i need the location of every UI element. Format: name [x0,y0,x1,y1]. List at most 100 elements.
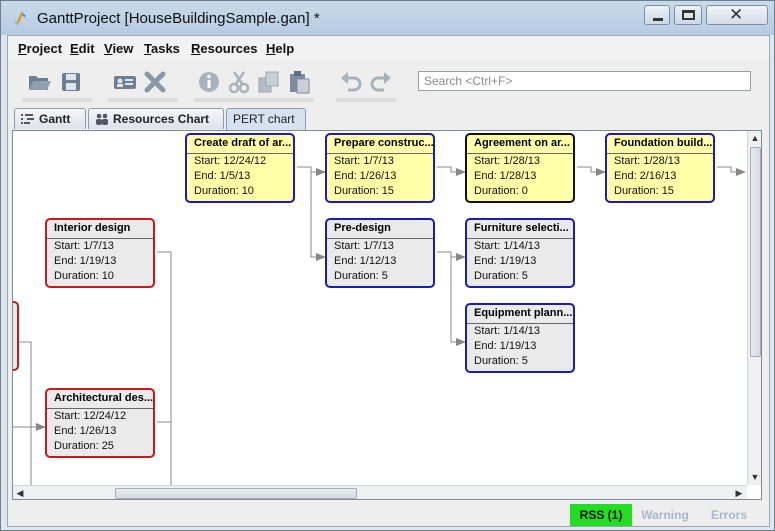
pert-node-offscreen[interactable] [13,301,19,371]
task-name: Create draft of ar... [187,135,293,154]
dependency-arrow [577,166,606,176]
task-end: End: 1/19/13 [54,255,117,267]
menu-tasks[interactable]: Tasks [144,41,180,56]
dependency-arrow [437,251,466,261]
paste-icon[interactable] [286,69,312,95]
task-end: End: 1/19/13 [474,255,537,267]
warning-status[interactable]: Warning [641,508,689,522]
scroll-down-icon[interactable]: ▼ [750,472,760,482]
task-end: End: 1/26/13 [54,425,117,437]
menu-resources[interactable]: Resources [191,41,257,56]
task-start: Start: 1/14/13 [474,240,541,252]
menu-view[interactable]: View [104,41,133,56]
menu-project[interactable]: Project [18,41,62,56]
task-name: Equipment plann... [467,305,573,324]
open-icon[interactable] [26,69,52,95]
task-duration: Duration: 25 [54,440,114,452]
menu-mnemonic: V [104,41,113,56]
window-title: GanttProject [HouseBuildingSample.gan] * [37,10,320,27]
close-icon: ✕ [729,5,744,24]
task-name: Pre-design [327,220,433,239]
dependency-connectors [13,166,746,485]
toolbar-group-divider [22,98,92,102]
task-name: Prepare construc... [327,135,433,154]
dependency-arrow [450,257,466,346]
title-bar[interactable]: GanttProject [HouseBuildingSample.gan] *… [1,1,774,35]
horizontal-scrollbar[interactable]: ◀ ▶ [13,485,747,499]
pert-chart-view[interactable]: Create draft of ar... Start: 12/24/12 En… [12,130,762,500]
resources-icon [95,113,109,125]
view-tabs: Gantt Resources Chart PERT chart [8,108,769,130]
menu-label: esources [200,41,258,56]
task-end: End: 1/5/13 [194,170,251,182]
new-resource-icon[interactable] [112,69,138,95]
pert-node[interactable]: Interior design Start: 1/7/13 End: 1/19/… [45,218,155,288]
menu-mnemonic: T [144,41,151,56]
save-icon[interactable] [58,69,84,95]
task-duration: Duration: 5 [474,270,528,282]
task-duration: Duration: 5 [334,270,388,282]
pert-node[interactable]: Pre-design Start: 1/7/13 End: 1/12/13 Du… [325,218,435,288]
menu-mnemonic: P [18,41,27,56]
maximize-icon [682,10,695,20]
tab-label: Resources Chart [113,112,210,126]
delete-icon[interactable] [142,69,168,95]
errors-status[interactable]: Errors [710,508,748,522]
vertical-scroll-thumb[interactable] [750,147,761,357]
properties-icon[interactable] [196,69,222,95]
pert-node[interactable]: Furniture selecti... Start: 1/14/13 End:… [465,218,575,288]
pert-node[interactable]: Create draft of ar... Start: 12/24/12 En… [185,133,295,203]
dependency-arrow [17,341,32,485]
task-start: Start: 1/7/13 [54,240,114,252]
task-duration: Duration: 15 [614,185,674,197]
tab-label: PERT chart [233,112,295,126]
task-start: Start: 1/28/13 [474,155,541,167]
tab-pert-chart[interactable]: PERT chart [226,108,306,130]
vertical-scrollbar[interactable]: ▲ ▼ [747,131,761,485]
task-end: End: 1/12/13 [334,255,397,267]
menu-mnemonic: E [70,41,79,56]
task-name: Architectural des... [47,390,153,409]
menu-help[interactable]: Help [266,41,294,56]
scroll-left-icon[interactable]: ◀ [16,488,24,498]
task-duration: Duration: 15 [334,185,394,197]
close-button[interactable]: ✕ [706,5,768,25]
pert-node[interactable]: Equipment plann... Start: 1/14/13 End: 1… [465,303,575,373]
minimize-icon [653,18,663,21]
scroll-up-icon[interactable]: ▲ [750,133,760,143]
menu-edit[interactable]: Edit [70,41,95,56]
pert-node[interactable]: Prepare construc... Start: 1/7/13 End: 1… [325,133,435,203]
pert-canvas[interactable]: Create draft of ar... Start: 12/24/12 En… [13,131,747,485]
task-end: End: 1/26/13 [334,170,397,182]
main-frame: Project Edit View Tasks Resources Help [7,35,770,527]
scroll-right-icon[interactable]: ▶ [735,488,743,498]
maximize-button[interactable] [674,5,702,25]
task-start: Start: 1/28/13 [614,155,681,167]
cut-icon[interactable] [226,69,252,95]
tab-gantt[interactable]: Gantt [14,108,86,129]
copy-icon[interactable] [256,69,282,95]
pert-node[interactable]: Agreement on ar... Start: 1/28/13 End: 1… [465,133,575,203]
status-bar: RSS (1) Warning Errors [8,502,769,526]
dependency-arrow [717,166,746,176]
tab-resources-chart[interactable]: Resources Chart [88,108,224,129]
search-input[interactable]: Search <Ctrl+F> [418,71,751,91]
pert-node[interactable]: Foundation build... Start: 1/28/13 End: … [605,133,715,203]
menu-mnemonic: R [191,41,201,56]
menu-label: roject [26,41,63,56]
undo-icon[interactable] [338,69,364,95]
redo-icon[interactable] [368,69,394,95]
dependency-arrow [437,166,466,176]
horizontal-scroll-thumb[interactable] [115,488,357,499]
minimize-button[interactable] [644,5,670,25]
task-start: Start: 12/24/12 [194,155,267,167]
task-start: Start: 12/24/12 [54,410,127,422]
pert-node[interactable]: Architectural des... Start: 12/24/12 End… [45,388,155,458]
menu-label: dit [78,41,95,56]
rss-status[interactable]: RSS (1) [570,504,632,526]
dependency-arrow [310,172,326,261]
toolbar: Search <Ctrl+F> [8,60,769,104]
task-name: Furniture selecti... [467,220,573,239]
task-duration: Duration: 5 [474,355,528,367]
